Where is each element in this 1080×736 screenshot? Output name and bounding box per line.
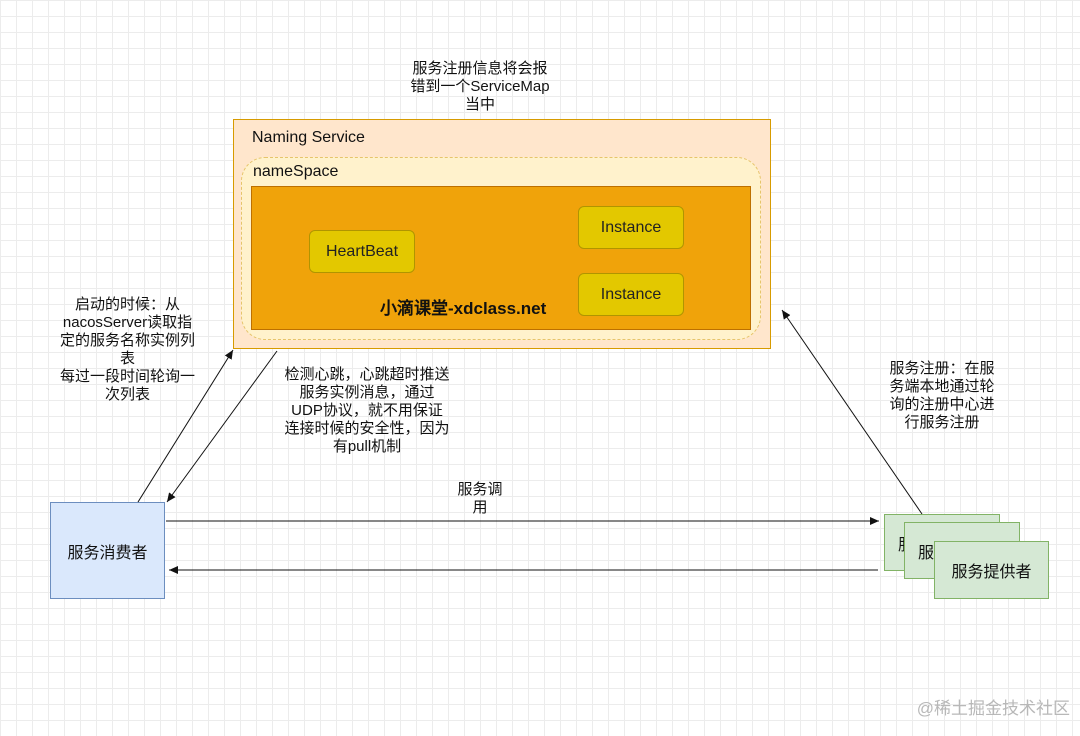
service-call-note: 服务调 用 bbox=[457, 481, 503, 516]
instance-node-1: Instance bbox=[578, 206, 684, 249]
namespace-label: nameSpace bbox=[253, 163, 339, 180]
service-consumer-node: 服务消费者 bbox=[50, 502, 165, 599]
naming-service-label: Naming Service bbox=[252, 129, 365, 146]
arrow-consumer-to-naming bbox=[137, 349, 234, 503]
service-register-note: 服务注册：在服 务端本地通过轮 询的注册中心进 行服务注册 bbox=[889, 360, 995, 431]
heartbeat-push-note: 检测心跳，心跳超时推送 服务实例消息，通过 UDP协议，就不用保证 连接时候的安… bbox=[284, 366, 450, 455]
center-watermark-text: 小滴课堂-xdclass.net bbox=[380, 299, 547, 318]
arrow-provider-to-naming bbox=[781, 309, 923, 515]
instance-node-2: Instance bbox=[578, 273, 684, 316]
service-map-note: 服务注册信息将会报 错到一个ServiceMap 当中 bbox=[410, 60, 550, 113]
arrow-naming-to-consumer bbox=[166, 350, 278, 503]
consumer-fetch-note: 启动的时候：从 nacosServer读取指 定的服务名称实例列 表 每过一段时… bbox=[59, 296, 195, 403]
service-provider-node-front: 服务提供者 bbox=[934, 541, 1049, 599]
heartbeat-node: HeartBeat bbox=[309, 230, 415, 273]
credit-watermark: @稀土掘金技术社区 bbox=[916, 699, 1070, 718]
